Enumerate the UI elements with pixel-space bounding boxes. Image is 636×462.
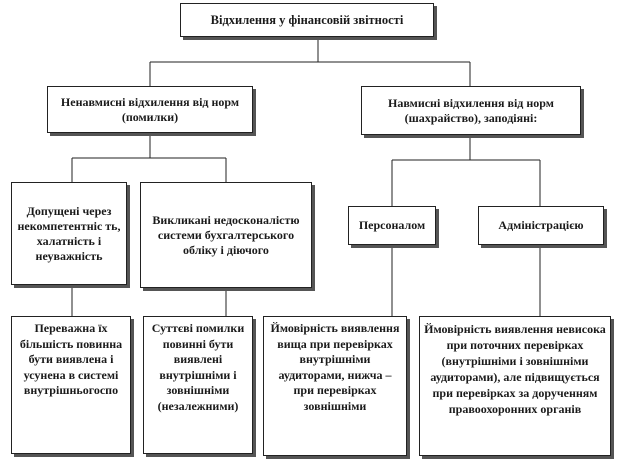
unintentional-label: Ненавмисні відхилення від норм (помилки) [60, 94, 240, 124]
incompetence-label: Допущені через некомпетентніс ть, халатн… [17, 203, 121, 263]
personnel-node: Персоналом [348, 206, 436, 245]
root-node: Відхилення у фінансовій звітності [180, 3, 434, 37]
incompetence-node: Допущені через некомпетентніс ть, халатн… [11, 182, 127, 285]
unintentional-node: Ненавмисні відхилення від норм (помилки) [47, 86, 253, 133]
intentional-node: Навмисні відхилення від норм (шахрайство… [361, 86, 581, 135]
leaf-majority-label: Переважна їх більшість повинна бути вияв… [19, 321, 123, 397]
leaf-significant-node: Суттєві помилки повинні бути виявлені вн… [143, 316, 253, 454]
intentional-label: Навмисні відхилення від норм (шахрайство… [388, 95, 554, 125]
administration-label: Адміністрацією [498, 218, 584, 232]
personnel-label: Персоналом [358, 218, 426, 232]
leaf-significant-label: Суттєві помилки повинні бути виявлені вн… [151, 321, 245, 413]
root-label: Відхилення у фінансовій звітності [210, 12, 404, 27]
leaf-personnel-node: Ймовірність виявлення вища при перевірка… [263, 316, 407, 456]
imperfection-label: Викликані недосконалістю системи бухгалт… [152, 212, 300, 257]
leaf-majority-node: Переважна їх більшість повинна бути вияв… [11, 316, 131, 454]
imperfection-node: Викликані недосконалістю системи бухгалт… [140, 182, 312, 288]
leaf-administration-node: Ймовірність виявлення невисока при поточ… [419, 316, 611, 456]
leaf-personnel-label: Ймовірність виявлення вища при перевірка… [270, 321, 400, 413]
leaf-administration-label: Ймовірність виявлення невисока при поточ… [424, 322, 606, 416]
administration-node: Адміністрацією [478, 206, 604, 245]
